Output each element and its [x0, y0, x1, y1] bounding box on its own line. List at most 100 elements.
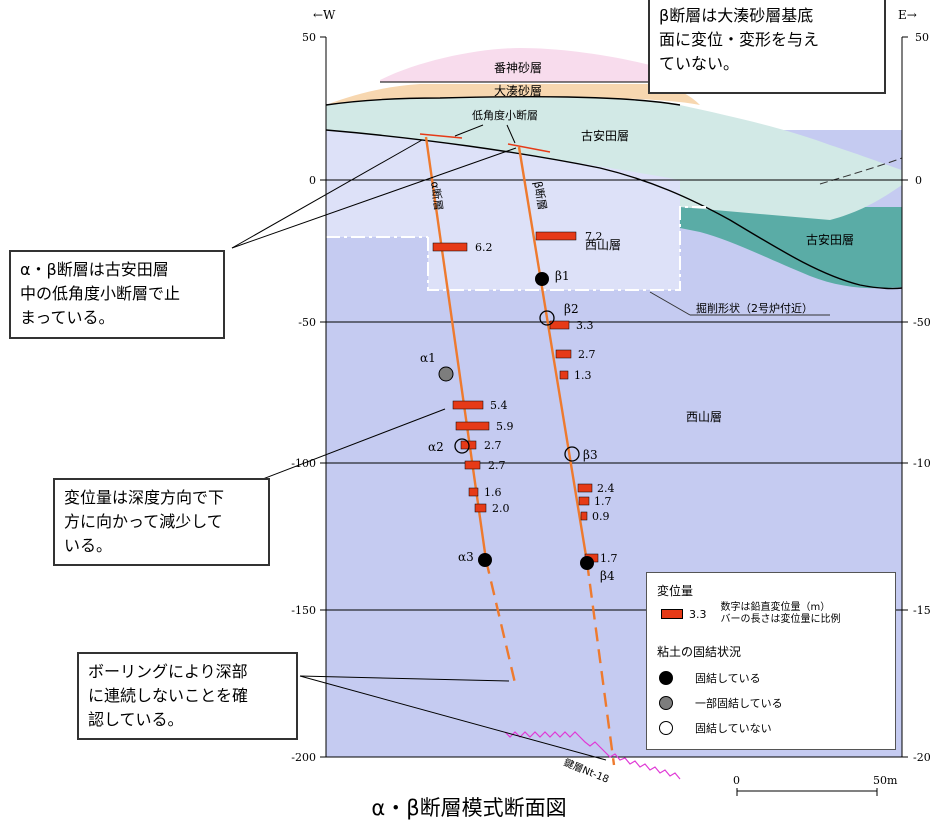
sample-b3 — [564, 446, 580, 462]
bar-b-3-value: 2.7 — [578, 348, 596, 361]
bar-b-5 — [577, 483, 593, 493]
depth-ticks-left: 50 0 -50 -100 -150 -200 — [291, 31, 316, 764]
bar-a-4-value: 2.7 — [484, 439, 502, 452]
callout-top-right-line-2: 面に変位・変形を与え — [659, 30, 820, 49]
low-angle-arrow-a — [454, 124, 484, 137]
legend-none-icon — [659, 721, 673, 735]
callout-left-1: α・β断層は古安田層 中の低角度小断層で止 まっている。 — [9, 250, 225, 339]
tick-right-m150: -15 — [913, 604, 931, 617]
bar-b-8-value: 1.7 — [600, 552, 618, 565]
bar-b-4 — [559, 370, 569, 380]
scale-bar: 0 50m — [733, 774, 898, 796]
legend-bar-row: 3.3 数字は鉛直変位量（m） バーの長さは変位量に比例 — [657, 602, 841, 625]
alpha-fault-label: α断層 — [428, 180, 446, 211]
ominato-base-line — [325, 95, 681, 106]
bar-b-4-value: 1.3 — [574, 369, 592, 382]
legend-note-2: バーの長さは変位量に比例 — [720, 614, 841, 625]
callout-leaders — [231, 0, 692, 761]
depth-ticks-right: 50 0 -50 -10 -15 -20 — [913, 31, 931, 764]
tick-left-m50: -50 — [298, 316, 316, 329]
bar-b-2-value: 3.3 — [576, 319, 594, 332]
low-angle-arrow-b — [506, 124, 516, 144]
legend-solid-row: 固結している — [657, 669, 761, 687]
tick-right-50: 50 — [915, 31, 929, 44]
tick-right-0: 0 — [915, 174, 922, 187]
tick-left-m150: -150 — [291, 604, 316, 617]
bar-b-7-value: 0.9 — [592, 510, 610, 523]
koyasuda-dark-zone — [680, 207, 902, 289]
sample-a2 — [454, 438, 470, 454]
bar-a-7 — [474, 503, 487, 513]
east-label: E→ — [898, 8, 917, 22]
bar-a-3-value: 5.9 — [496, 420, 514, 433]
legend-title: 変位量 — [657, 584, 694, 598]
bar-b-3 — [555, 349, 572, 359]
legend-note-1: 数字は鉛直変位量（m） — [720, 602, 831, 613]
callout-left-3-line-1: ボーリングにより深部 — [88, 662, 248, 681]
sample-b4 — [580, 556, 594, 570]
bar-b-1-value: 7.2 — [585, 230, 603, 243]
callout-top-right-line-1: β断層は大湊砂層基底 — [659, 6, 814, 25]
callout-left-1-line-3: まっている。 — [20, 308, 115, 327]
legend-clay-title: 粘土の固結状況 — [657, 645, 742, 659]
alpha-termination — [419, 133, 463, 139]
bar-a-7-value: 2.0 — [492, 502, 510, 515]
sample-a3 — [478, 553, 492, 567]
sample-a3-label: α3 — [458, 550, 474, 564]
layer-koyasuda-right-label: 古安田層 — [806, 232, 854, 247]
legend-none-label: 固結していない — [695, 722, 772, 735]
west-label: ←W — [313, 8, 336, 22]
sample-b1-label: β1 — [555, 269, 570, 283]
upper-surface-line — [819, 157, 903, 185]
sample-a1-label: α1 — [420, 351, 436, 365]
beta-fault-line — [517, 146, 589, 563]
beta-fault-label: β断層 — [531, 180, 550, 211]
tick-right-m100: -10 — [913, 457, 931, 470]
sample-a2-label: α2 — [428, 440, 444, 454]
tick-right-m200: -20 — [913, 751, 931, 764]
layer-nishiyama-upper-label: 西山層 — [585, 238, 621, 252]
sample-b2-label: β2 — [564, 302, 579, 316]
low-angle-fault-label: 低角度小断層 — [472, 108, 538, 122]
bar-b-1 — [535, 231, 577, 241]
koyasuda-base-line — [325, 129, 903, 290]
legend-bar-value: 3.3 — [689, 607, 707, 621]
sample-b2 — [539, 310, 555, 326]
legend-solid-label: 固結している — [695, 672, 761, 685]
excavation-outline — [326, 206, 710, 291]
key-bed-label: 鍵層Nt-18 — [562, 756, 611, 786]
bar-a-1 — [432, 242, 468, 252]
callout-left-3: ボーリングにより深部 に連続しないことを確 認している。 — [77, 652, 298, 740]
bar-a-5 — [464, 460, 481, 470]
callout-left-3-line-3: 認している。 — [88, 710, 184, 729]
axes — [320, 36, 908, 758]
scale-zero: 0 — [733, 774, 740, 787]
legend-partial-icon — [659, 696, 673, 710]
sample-b4-label: β4 — [600, 569, 615, 583]
callout-left-2-line-2: 方に向かって減少して — [64, 512, 223, 531]
excavation-zone — [428, 237, 680, 290]
legend-solid-icon — [659, 671, 673, 685]
bar-a-5-value: 2.7 — [488, 459, 506, 472]
bar-b-6 — [578, 496, 590, 506]
callout-left-3-line-2: に連続しないことを確 — [88, 686, 249, 705]
callout-left-2-line-1: 変位量は深度方向で下 — [64, 488, 225, 507]
callout-left-1-line-2: 中の低角度小断層で止 — [20, 284, 181, 303]
callout-left-1-line-1: α・β断層は古安田層 — [20, 260, 169, 279]
key-bed-nt18 — [504, 731, 681, 780]
legend-none-row: 固結していない — [657, 719, 772, 737]
bar-b-5-value: 2.4 — [597, 482, 615, 495]
sample-b1 — [535, 272, 549, 286]
layer-nishiyama-label: 西山層 — [686, 410, 722, 424]
legend-partial-row: 一部固結している — [657, 694, 783, 712]
tick-left-50: 50 — [302, 31, 316, 44]
legend-partial-label: 一部固結している — [695, 697, 783, 710]
callout-left-2: 変位量は深度方向で下 方に向かって減少して いる。 — [53, 478, 270, 566]
bar-b-6-value: 1.7 — [594, 495, 612, 508]
layer-banjin-label: 番神砂層 — [494, 61, 542, 75]
excavation-label: 掘削形状（2号炉付近） — [696, 301, 813, 315]
koyasuda-formation — [326, 96, 902, 220]
tick-right-m50: -50 — [913, 316, 931, 329]
bar-a-2-value: 5.4 — [490, 399, 508, 412]
ominato-sand — [326, 84, 700, 105]
